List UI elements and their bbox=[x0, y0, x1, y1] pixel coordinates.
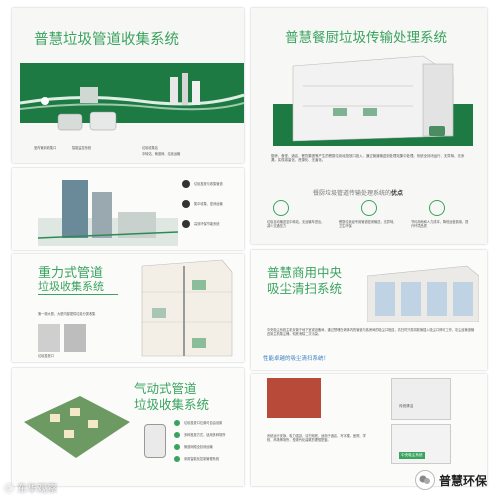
pneumatic-item-3: 管道网络全封闭运输 bbox=[184, 445, 213, 449]
scene-paragraph: 系统运行安静，吸力强劲，清扫彻底，适用于酒店、写字楼、医院、学校、商场等场所，是… bbox=[267, 434, 366, 443]
living-room-photo bbox=[267, 378, 321, 418]
gravity-system-panel: 重力式管道 垃圾收集系统 第一幢大厦，大厦内部提供垃圾分类收集 垃圾投放口 bbox=[12, 254, 244, 362]
office-building-illustration bbox=[367, 265, 479, 322]
bullet-icon-1 bbox=[182, 180, 190, 188]
gravity-title-line2: 垃圾收集系统 bbox=[38, 280, 104, 293]
watermark-brand: 普慧环保 bbox=[438, 473, 487, 488]
scene-label-b: 中央吸尘系统 bbox=[399, 452, 425, 459]
building-caption-3: 高效环保节能系统 bbox=[194, 222, 220, 226]
watermark-left: ⓒ 东华观察 bbox=[4, 484, 58, 495]
list-bullet-3 bbox=[174, 444, 180, 450]
vacuum-scene-panel: 传统清洁 中央吸尘系统 系统运行安静，吸力强劲，清扫彻底，适用于酒店、写字楼、医… bbox=[251, 374, 487, 486]
pneumatic-item-2: 多种投放方式，适用多种场所 bbox=[184, 433, 226, 437]
pipeline-caption-2: 智能监控系统 bbox=[72, 146, 92, 150]
vacuum-paragraph: 中央吸尘系统主机安置于地下室或设备间，通过预埋在墙体内的管道与各房间的吸尘口相连… bbox=[267, 328, 475, 337]
kitchen-feature-3: 节约用地和人力成本，降低运营费用，提升环境品质 bbox=[411, 220, 469, 229]
kitchen-subtitle-prefix: 餐厨垃圾管道传输处理系统的 bbox=[313, 190, 392, 197]
sketch-a bbox=[391, 378, 451, 420]
kitchen-subtitle: 餐厨垃圾管道传输处理系统的优点 bbox=[313, 188, 403, 197]
feature-icon-1 bbox=[273, 200, 289, 216]
pneumatic-system-panel: 气动式管道 垃圾收集系统 垃圾投放口位置可自由设置 多种投放方式，适用多种场所 … bbox=[12, 368, 244, 486]
kitchen-waste-panel: 普慧餐厨垃圾传输处理系统 厨房、食堂、酒店、餐饮集团等产生的餐厨垃圾经投放口投入… bbox=[251, 8, 487, 244]
photo-2 bbox=[64, 324, 86, 352]
vacuum-title-line1: 普慧商用中央 bbox=[267, 265, 343, 280]
pipeline-caption-1: 室内管到收集口 bbox=[34, 146, 57, 150]
gravity-caption: 垃圾投放口 bbox=[38, 354, 54, 358]
building-caption-2: 集中收集、密闭运输 bbox=[194, 202, 223, 206]
building-illustration bbox=[38, 180, 178, 246]
campus-map-illustration bbox=[24, 396, 130, 458]
pneumatic-title-line2: 垃圾收集系统 bbox=[134, 397, 210, 412]
kitchen-title: 普慧餐厨垃圾传输处理系统 bbox=[285, 30, 447, 46]
vacuum-tagline: 性能卓越的吸尘清扫系统！ bbox=[263, 356, 330, 362]
building-caption-1: 垃圾投放与收集管道 bbox=[194, 182, 223, 186]
pipeline-caption-4: 中转站、管道网、垃圾运输 bbox=[142, 152, 181, 156]
pneumatic-item-4: 采用智能化控制管理系统 bbox=[184, 457, 220, 461]
gravity-title-line1: 重力式管道 bbox=[38, 266, 104, 281]
vacuum-title-line2: 吸尘清扫系统 bbox=[267, 281, 343, 296]
pipeline-title: 普慧垃圾管道收集系统 bbox=[34, 32, 179, 48]
building-pipeline-panel: 垃圾投放与收集管道 集中收集、密闭运输 高效环保节能系统 bbox=[12, 168, 244, 250]
list-bullet-1 bbox=[174, 420, 180, 426]
gravity-caption-2: 第一幢大厦，大厦内部提供垃圾分类收集 bbox=[38, 312, 96, 316]
pneumatic-title-line1: 气动式管道 bbox=[134, 381, 197, 396]
kitchen-feature-2: 餐厨垃圾经专用管道密闭输送，无异味，卫生环保 bbox=[339, 220, 397, 229]
photo-1 bbox=[38, 324, 60, 352]
pipeline-illustration bbox=[20, 73, 244, 111]
feature-icon-2 bbox=[361, 200, 377, 216]
central-vacuum-panel: 普慧商用中央 吸尘清扫系统 中央吸尘系统主机安置于地下室或设备间，通过预埋在墙体… bbox=[251, 250, 487, 370]
pipeline-system-panel: 普慧垃圾管道收集系统 室内管到收集口 智能监控系统 垃圾收集站 中转站、管道网、… bbox=[12, 8, 244, 163]
scene-label-a: 传统清洁 bbox=[399, 404, 414, 408]
kitchen-paragraph: 厨房、食堂、酒店、餐饮集团等产生的餐厨垃圾经投放口投入，通过管道输送到处理站集中… bbox=[271, 154, 465, 163]
green-band bbox=[20, 63, 244, 123]
kitchen-subtitle-emphasis: 优点 bbox=[391, 190, 404, 197]
list-bullet-4 bbox=[174, 456, 180, 462]
feature-icon-3 bbox=[429, 200, 445, 216]
wechat-icon bbox=[414, 470, 435, 490]
phone-icon bbox=[144, 424, 166, 458]
factory-illustration bbox=[273, 55, 473, 146]
watermark-right: 普慧环保 bbox=[414, 470, 487, 490]
device-illustration bbox=[57, 111, 117, 131]
house-cutaway-illustration bbox=[141, 259, 233, 357]
list-bullet-2 bbox=[174, 432, 180, 438]
bullet-icon-2 bbox=[182, 200, 190, 208]
pneumatic-item-1: 垃圾投放口位置可自由设置 bbox=[184, 421, 223, 425]
pipeline-caption-3: 垃圾收集站 bbox=[142, 146, 158, 150]
kitchen-feature-1: 垃圾自动输送至中转站，无运输车进出，减少交通压力 bbox=[267, 220, 325, 229]
title-rule bbox=[38, 294, 118, 295]
bullet-icon-3 bbox=[182, 220, 190, 228]
